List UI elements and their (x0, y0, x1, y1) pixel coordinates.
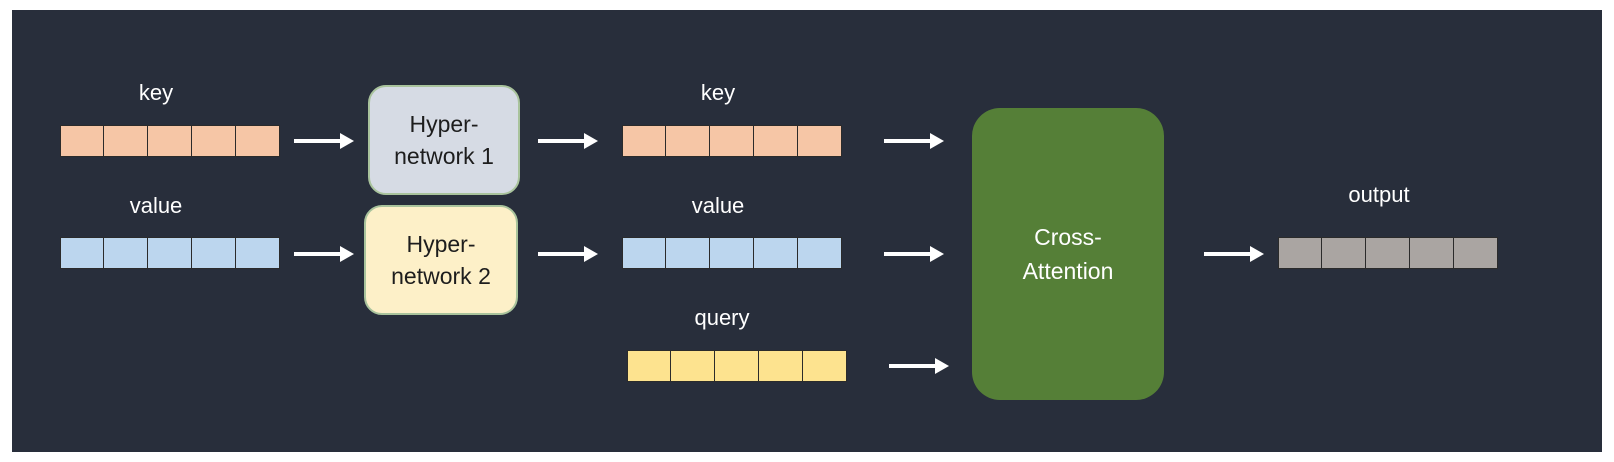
arrow-icon (884, 246, 944, 262)
vector-cell (754, 125, 798, 157)
cross-attention-box: Cross- Attention (972, 108, 1164, 400)
vector-cell (1278, 237, 1322, 269)
vector-cell (60, 237, 104, 269)
arrow-icon (1204, 246, 1264, 262)
vector-cell (1410, 237, 1454, 269)
value-input-label: value (129, 193, 183, 218)
key-input-label: key (138, 80, 174, 105)
vector-cell (104, 125, 148, 157)
key-output-vector (622, 125, 842, 157)
vector-cell (1322, 237, 1366, 269)
value-input-vector (60, 237, 280, 269)
vector-cell (148, 125, 192, 157)
hypernetwork-2-line2: network 2 (391, 263, 491, 289)
vector-cell (798, 237, 842, 269)
vector-cell (622, 125, 666, 157)
vector-cell (1366, 237, 1410, 269)
vector-cell (759, 350, 803, 382)
vector-cell (715, 350, 759, 382)
hypernetwork-2-line1: Hyper- (406, 231, 476, 257)
diagram-panel (12, 10, 1602, 452)
vector-cell (803, 350, 847, 382)
vector-cell (148, 237, 192, 269)
hypernetwork-1-line1: Hyper- (409, 111, 479, 137)
arrow-icon (538, 133, 598, 149)
vector-cell (236, 125, 280, 157)
arrow-icon (294, 246, 354, 262)
vector-cell (710, 125, 754, 157)
vector-cell (754, 237, 798, 269)
vector-cell (1454, 237, 1498, 269)
vector-cell (671, 350, 715, 382)
hypernetwork-1-line2: network 1 (394, 143, 494, 169)
output-vector (1278, 237, 1498, 269)
vector-cell (192, 237, 236, 269)
query-vector (627, 350, 847, 382)
query-label: query (694, 305, 750, 330)
vector-cell (666, 125, 710, 157)
cross-attention-line2: Attention (1022, 258, 1114, 284)
value-output-label: value (691, 193, 745, 218)
arrow-icon (538, 246, 598, 262)
vector-cell (666, 237, 710, 269)
hypernetwork-1-box: Hyper- network 1 (368, 85, 520, 195)
vector-cell (192, 125, 236, 157)
vector-cell (710, 237, 754, 269)
cross-attention-line1: Cross- (1034, 224, 1102, 250)
arrow-icon (884, 133, 944, 149)
vector-cell (622, 237, 666, 269)
vector-cell (104, 237, 148, 269)
hypernetwork-2-box: Hyper- network 2 (364, 205, 518, 315)
arrow-icon (294, 133, 354, 149)
key-output-label: key (700, 80, 736, 105)
output-label: output (1348, 182, 1410, 207)
value-output-vector (622, 237, 842, 269)
vector-cell (236, 237, 280, 269)
arrow-icon (889, 358, 949, 374)
key-input-vector (60, 125, 280, 157)
vector-cell (798, 125, 842, 157)
vector-cell (627, 350, 671, 382)
vector-cell (60, 125, 104, 157)
